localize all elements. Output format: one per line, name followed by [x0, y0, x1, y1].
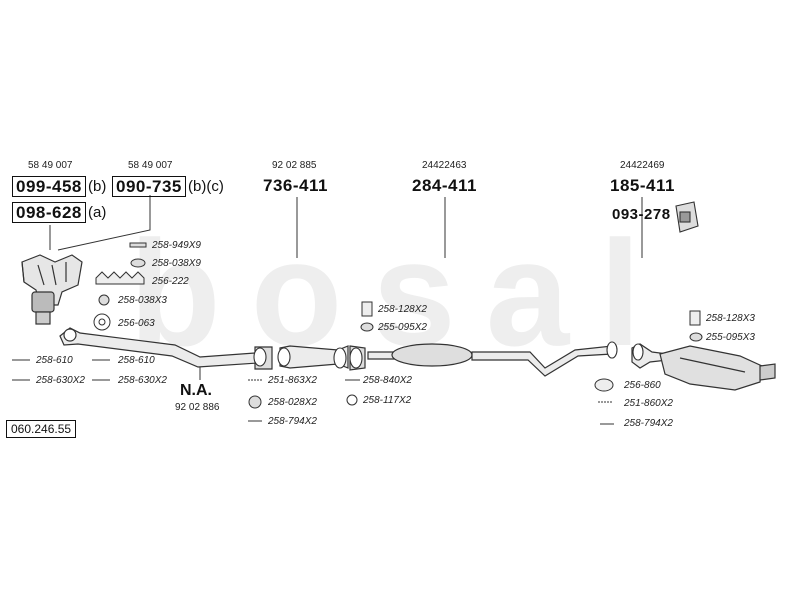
acc-256-063: 256-063 [118, 318, 155, 329]
acc-258-794x2-b: 258-794X2 [624, 418, 673, 429]
manifold-b-number: 099-458 [16, 177, 82, 196]
acc-256-860: 256-860 [624, 380, 661, 391]
acc-255-095x3: 255-095X3 [706, 332, 755, 343]
middle-code: 284-411 [412, 176, 477, 195]
na-label: N.A. [180, 382, 212, 399]
manifold-icon [21, 254, 83, 325]
manifold-a-code: 098-628 [12, 202, 86, 223]
acc-258-610-b: 258-610 [118, 355, 155, 366]
acc-258-117x2: 258-117X2 [363, 395, 412, 406]
acc-256-222: 256-222 [152, 276, 189, 287]
acc-255-095x2: 255-095X2 [378, 322, 427, 333]
manifold-bc-oem: 58 49 007 [128, 160, 173, 171]
acc-251-860x2: 251-860X2 [624, 398, 673, 409]
middle-oem: 24422463 [422, 160, 467, 171]
manifold-a-suffix: (a) [88, 204, 107, 221]
seal-icons [253, 341, 644, 369]
acc-258-128x3: 258-128X3 [706, 313, 755, 324]
rear-oem: 24422469 [620, 160, 665, 171]
acc-258-840x2: 258-840X2 [363, 375, 412, 386]
leader-lines [49, 195, 643, 380]
bracket-code: 093-278 [612, 206, 671, 223]
acc-258-038x3: 258-038X3 [118, 295, 167, 306]
rear-code: 185-411 [610, 176, 675, 195]
reference-number: 060.246.55 [6, 420, 77, 438]
acc-258-630x2-a: 258-630X2 [36, 375, 85, 386]
manifold-bc-number: 090-735 [116, 177, 182, 196]
acc-251-863x2: 251-863X2 [268, 375, 317, 386]
accessory-icons [12, 242, 703, 425]
manifold-b-oem: 58 49 007 [28, 160, 73, 171]
front-pipe-code: 736-411 [263, 176, 328, 195]
manifold-a-number: 098-628 [16, 203, 82, 222]
bracket-icon [675, 201, 699, 233]
na-oem: 92 02 886 [175, 402, 220, 413]
acc-258-038x9: 258-038X9 [152, 258, 201, 269]
front-pipe-oem: 92 02 885 [272, 160, 317, 171]
acc-258-128x2: 258-128X2 [378, 304, 427, 315]
acc-258-949x9: 258-949X9 [152, 240, 201, 251]
acc-258-610-a: 258-610 [36, 355, 73, 366]
manifold-b-suffix: (b) [88, 178, 107, 195]
manifold-bc-code: 090-735 [112, 176, 186, 197]
acc-258-794x2-a: 258-794X2 [268, 416, 317, 427]
acc-258-630x2-b: 258-630X2 [118, 375, 167, 386]
manifold-bc-suffix: (b)(c) [188, 178, 224, 195]
watermark: bosal [129, 209, 671, 377]
acc-258-028x2: 258-028X2 [268, 397, 317, 408]
manifold-b-code: 099-458 [12, 176, 86, 197]
